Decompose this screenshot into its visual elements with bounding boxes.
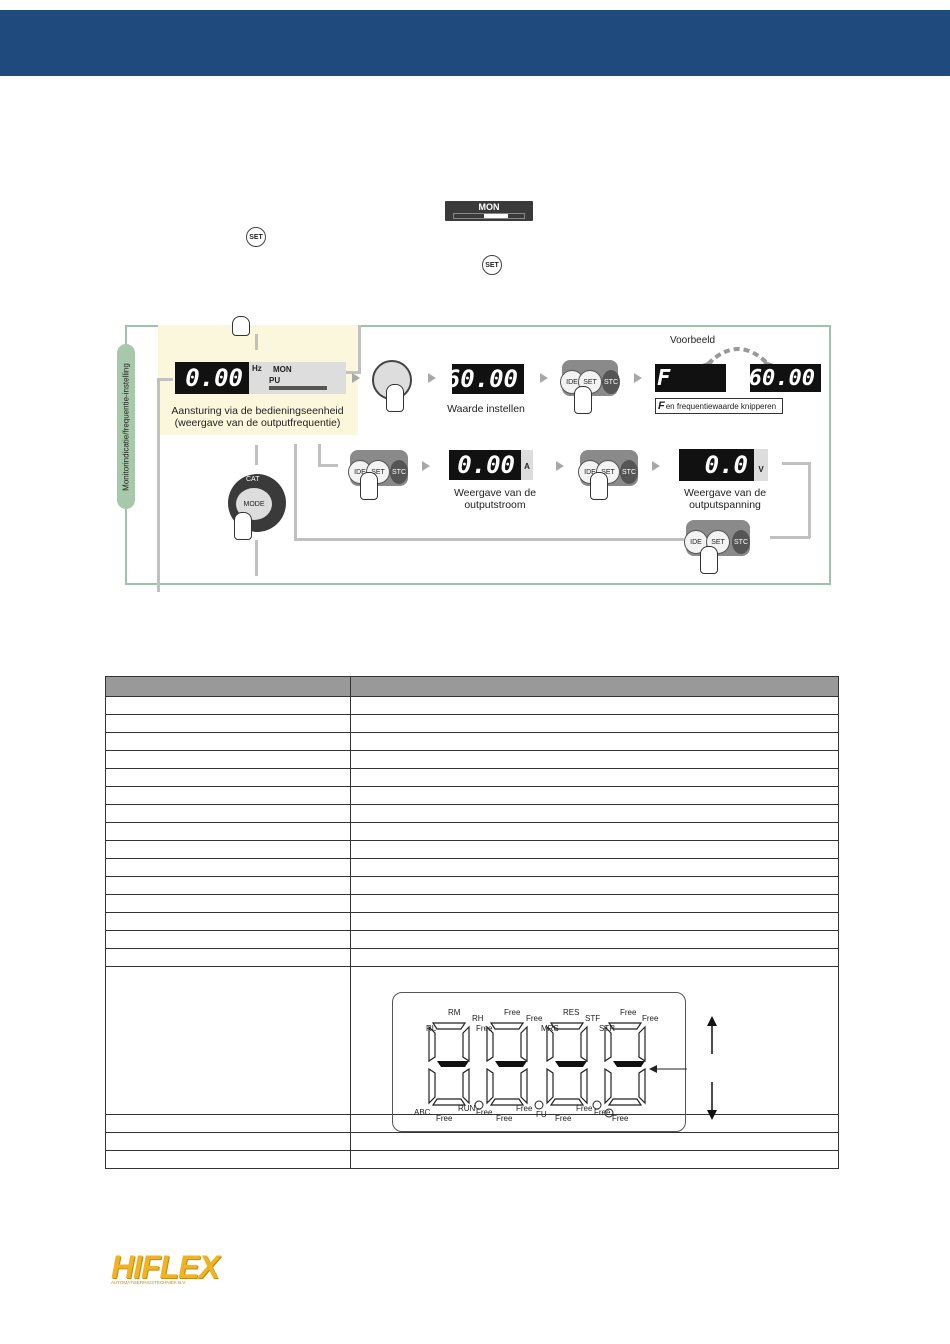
current-caption: Weergave van de outputstroom xyxy=(453,487,537,511)
table-row xyxy=(105,1132,839,1151)
frequency-display: 0.00 xyxy=(175,362,249,394)
parameter-table xyxy=(105,676,839,1169)
example-value-display: 60.00 xyxy=(749,364,821,392)
set-value-caption: Waarde instellen xyxy=(447,403,525,415)
table-row xyxy=(105,696,839,715)
set-button-icon: SET xyxy=(482,255,502,275)
hiflex-logo: HIFLEX AUTOMATISERINGSTECHNIEK B.V. xyxy=(111,1249,220,1285)
side-label: Monitorindicatie/frequentie-instelling xyxy=(117,344,135,509)
table-row xyxy=(105,1150,839,1169)
flow-line xyxy=(255,540,258,576)
flow-line xyxy=(294,444,297,540)
set-value-display: 60.00 xyxy=(446,364,524,394)
flow-line xyxy=(157,378,160,592)
up-down-arrow-icon xyxy=(707,1016,717,1120)
current-display: 0.00 xyxy=(449,450,521,480)
table-row xyxy=(105,894,839,913)
flow-line xyxy=(255,445,258,465)
keypad: IDE SET STC xyxy=(348,450,408,486)
arrow-right-icon xyxy=(556,461,564,471)
table-row xyxy=(105,714,839,733)
flow-line xyxy=(358,325,361,373)
flow-line xyxy=(157,378,173,381)
pu-panel-indicators: Hz MON PU xyxy=(249,362,346,394)
table-row xyxy=(105,768,839,787)
example-f-display: F xyxy=(655,364,726,392)
flow-line xyxy=(318,444,321,466)
hand-icon xyxy=(590,472,608,500)
segment-labels: RM RH RL Free Free Free RES STF MRS STR … xyxy=(414,1008,659,1123)
flow-line xyxy=(808,462,811,538)
table-row xyxy=(105,858,839,877)
arrow-right-icon xyxy=(652,461,660,471)
example-caption: F en frequentiewaarde knipperen xyxy=(655,398,783,414)
hand-icon xyxy=(234,512,252,540)
current-unit: A xyxy=(521,450,533,480)
flow-line xyxy=(294,538,684,541)
keypad: IDE SET STC xyxy=(684,520,750,556)
voltage-unit: V xyxy=(754,449,768,481)
flow-line xyxy=(770,536,810,539)
pu-panel-caption: Aansturing via de bedieningseenheid (wee… xyxy=(171,405,344,429)
voltage-display: 0.0 xyxy=(679,449,754,481)
arrow-right-icon xyxy=(352,373,360,383)
table-row xyxy=(105,750,839,769)
hand-icon xyxy=(700,546,718,574)
table-header-row xyxy=(105,676,839,697)
hand-icon xyxy=(386,384,404,412)
keypad: IDE SET STC xyxy=(578,450,638,486)
arrow-right-icon xyxy=(422,461,430,471)
segment-digits xyxy=(428,1022,687,1118)
voltage-caption: Weergave van de outputspanning xyxy=(683,487,767,511)
flow-line xyxy=(782,462,810,465)
table-row xyxy=(105,1114,839,1133)
mon-indicator-icon: MON xyxy=(445,201,533,221)
table-row xyxy=(105,948,839,967)
hand-icon xyxy=(232,316,250,336)
example-title: Voorbeeld xyxy=(670,335,716,346)
flow-line xyxy=(318,464,338,467)
table-row xyxy=(105,930,839,949)
arrow-right-icon xyxy=(428,373,436,383)
arrow-right-icon xyxy=(540,373,548,383)
table-row xyxy=(105,786,839,805)
table-row xyxy=(105,912,839,931)
hand-icon xyxy=(574,386,592,414)
table-row xyxy=(105,876,839,895)
segment-display-figure xyxy=(392,992,687,1132)
table-row xyxy=(105,840,839,859)
table-row xyxy=(105,822,839,841)
hand-icon xyxy=(360,472,378,500)
table-row xyxy=(105,966,839,1115)
header-bar xyxy=(0,10,950,76)
flow-line xyxy=(255,334,258,350)
set-button-icon: SET xyxy=(246,227,266,247)
table-row xyxy=(105,732,839,751)
table-row xyxy=(105,804,839,823)
flow-line xyxy=(342,371,361,374)
arrow-right-icon xyxy=(634,373,642,383)
